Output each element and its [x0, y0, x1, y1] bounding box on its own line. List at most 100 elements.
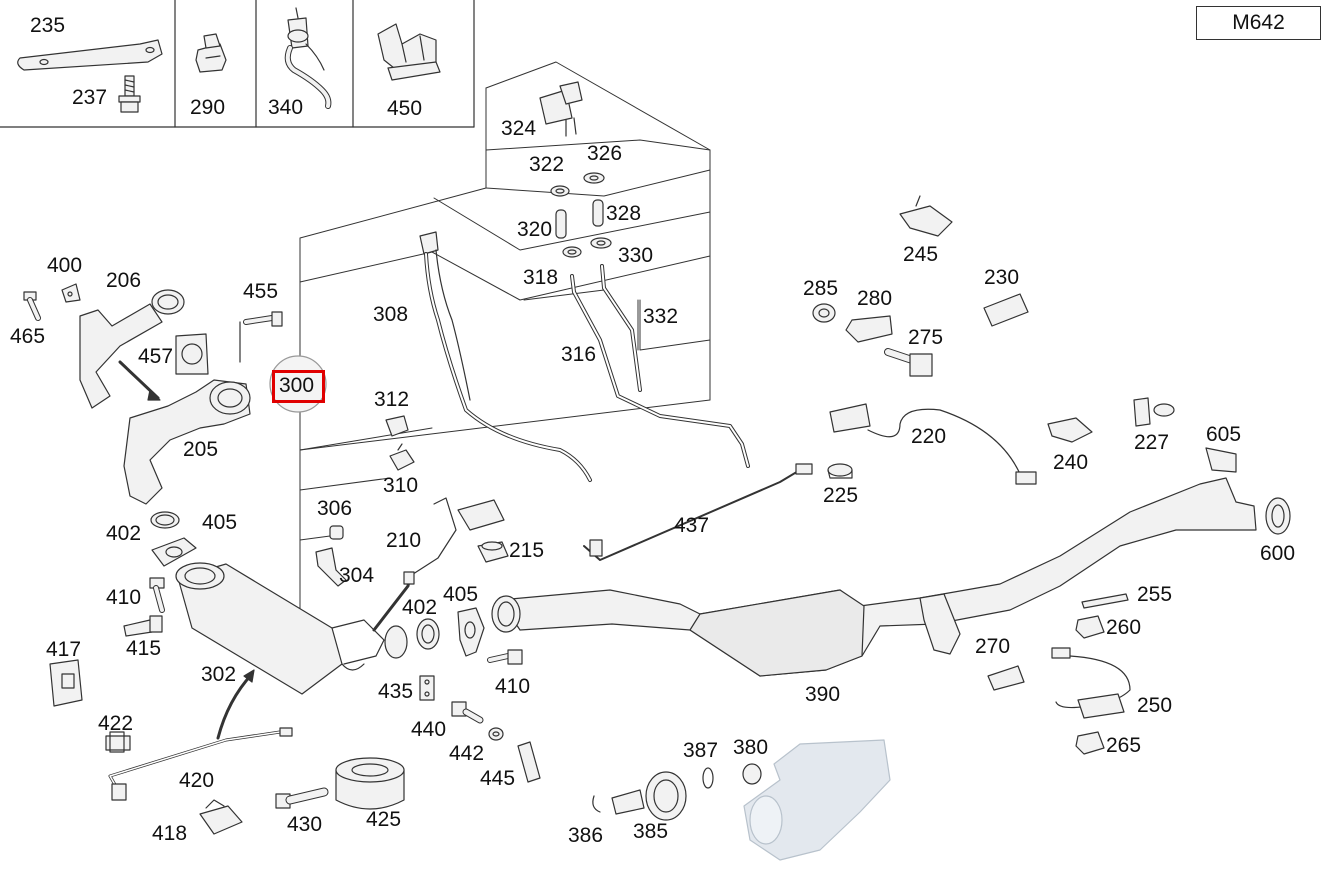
bolt-430[interactable] [275, 787, 329, 809]
part-label-420[interactable]: 420 [179, 769, 215, 792]
part-label-308[interactable]: 308 [373, 303, 409, 326]
sensor-210[interactable] [372, 497, 505, 632]
part-label-302[interactable]: 302 [201, 663, 237, 686]
clip-418[interactable] [199, 799, 243, 835]
part-label-410a[interactable]: 410 [106, 586, 142, 609]
part-label-280[interactable]: 280 [857, 287, 893, 310]
clamp-326[interactable] [583, 172, 605, 184]
part-label-310[interactable]: 310 [383, 474, 419, 497]
part-label-290[interactable]: 290 [190, 96, 226, 119]
clip-310[interactable] [389, 443, 415, 471]
part-label-255[interactable]: 255 [1137, 583, 1173, 606]
part-label-390[interactable]: 390 [805, 683, 841, 706]
part-label-402a[interactable]: 402 [106, 522, 142, 545]
clamp-330[interactable] [590, 237, 612, 249]
hose-328[interactable] [592, 199, 604, 227]
nut-265[interactable] [1075, 731, 1105, 755]
valve-324[interactable] [539, 81, 583, 137]
part-label-340[interactable]: 340 [268, 96, 304, 119]
ring-pipe-302[interactable] [384, 625, 408, 659]
part-label-215[interactable]: 215 [509, 539, 545, 562]
bolt-410b[interactable] [487, 649, 523, 665]
part-label-437[interactable]: 437 [674, 514, 710, 537]
part-label-402b[interactable]: 402 [402, 596, 438, 619]
part-label-326[interactable]: 326 [587, 142, 623, 165]
gasket-402a[interactable] [150, 511, 180, 529]
bracket-445[interactable] [517, 741, 541, 783]
bracket-255[interactable] [1081, 593, 1129, 609]
bracket-405b[interactable] [457, 607, 485, 657]
sensor-437[interactable] [583, 463, 813, 561]
part-label-380[interactable]: 380 [733, 736, 769, 759]
pipe-206[interactable] [79, 289, 185, 409]
part-label-235[interactable]: 235 [30, 14, 66, 37]
clamp-322[interactable] [550, 185, 570, 197]
part-label-265[interactable]: 265 [1106, 734, 1142, 757]
part-label-318[interactable]: 318 [523, 266, 559, 289]
part-label-410b[interactable]: 410 [495, 675, 531, 698]
bolt-275[interactable] [884, 348, 933, 377]
bolt-455[interactable] [239, 311, 283, 363]
valve-385[interactable] [611, 771, 687, 821]
sensor-250[interactable] [1051, 647, 1131, 719]
part-label-275[interactable]: 275 [908, 326, 944, 349]
part-label-205[interactable]: 205 [183, 438, 219, 461]
stud-415[interactable] [123, 615, 163, 637]
nut-285[interactable] [812, 303, 836, 323]
part-label-206[interactable]: 206 [106, 269, 142, 292]
part-label-324[interactable]: 324 [501, 117, 537, 140]
sensor-420[interactable] [108, 727, 293, 801]
part-label-285[interactable]: 285 [803, 277, 839, 300]
part-label-405b[interactable]: 405 [443, 583, 479, 606]
part-label-425[interactable]: 425 [366, 808, 402, 831]
part-label-316[interactable]: 316 [561, 343, 597, 366]
part-label-225[interactable]: 225 [823, 484, 859, 507]
part-label-300[interactable]: 300 [279, 374, 315, 397]
bolt-422[interactable] [105, 731, 131, 753]
part-label-417[interactable]: 417 [46, 638, 82, 661]
washer-442[interactable] [488, 727, 504, 741]
gasket-400[interactable] [61, 283, 81, 303]
part-label-435[interactable]: 435 [378, 680, 414, 703]
sensor-220[interactable] [829, 403, 1037, 485]
part-label-455[interactable]: 455 [243, 280, 279, 303]
part-label-245[interactable]: 245 [903, 243, 939, 266]
part-label-220[interactable]: 220 [911, 425, 947, 448]
ring-386[interactable] [592, 795, 601, 813]
part-label-306[interactable]: 306 [317, 497, 353, 520]
part-label-210[interactable]: 210 [386, 529, 422, 552]
heat-shield-450[interactable] [377, 23, 441, 81]
bracket-304[interactable] [315, 547, 347, 587]
part-label-405a[interactable]: 405 [202, 511, 238, 534]
plate-435[interactable] [419, 675, 435, 701]
part-label-330[interactable]: 330 [618, 244, 654, 267]
nut-260[interactable] [1075, 615, 1105, 639]
part-label-418[interactable]: 418 [152, 822, 188, 845]
part-label-328[interactable]: 328 [606, 202, 642, 225]
part-label-270[interactable]: 270 [975, 635, 1011, 658]
part-label-230[interactable]: 230 [984, 266, 1020, 289]
clip-240[interactable] [1047, 417, 1093, 443]
clamp-318[interactable] [562, 246, 582, 258]
part-label-304[interactable]: 304 [339, 564, 375, 587]
part-label-450[interactable]: 450 [387, 97, 423, 120]
valve-340[interactable] [284, 7, 332, 109]
connector-270[interactable] [987, 665, 1025, 691]
bracket-235[interactable] [17, 39, 163, 71]
dpf-302[interactable] [175, 562, 385, 695]
hose-320[interactable] [555, 209, 567, 239]
part-label-465[interactable]: 465 [10, 325, 46, 348]
part-label-240[interactable]: 240 [1053, 451, 1089, 474]
part-label-415[interactable]: 415 [126, 637, 162, 660]
bolt-465[interactable] [23, 291, 41, 321]
part-label-260[interactable]: 260 [1106, 616, 1142, 639]
grommet-306[interactable] [329, 525, 344, 540]
nut-215[interactable] [477, 541, 509, 563]
clamp-605[interactable] [1205, 447, 1237, 473]
part-label-442[interactable]: 442 [449, 742, 485, 765]
plug-380[interactable] [742, 763, 762, 785]
part-label-227[interactable]: 227 [1134, 431, 1170, 454]
part-label-250[interactable]: 250 [1137, 694, 1173, 717]
flange-405a[interactable] [151, 537, 197, 567]
part-label-400[interactable]: 400 [47, 254, 83, 277]
